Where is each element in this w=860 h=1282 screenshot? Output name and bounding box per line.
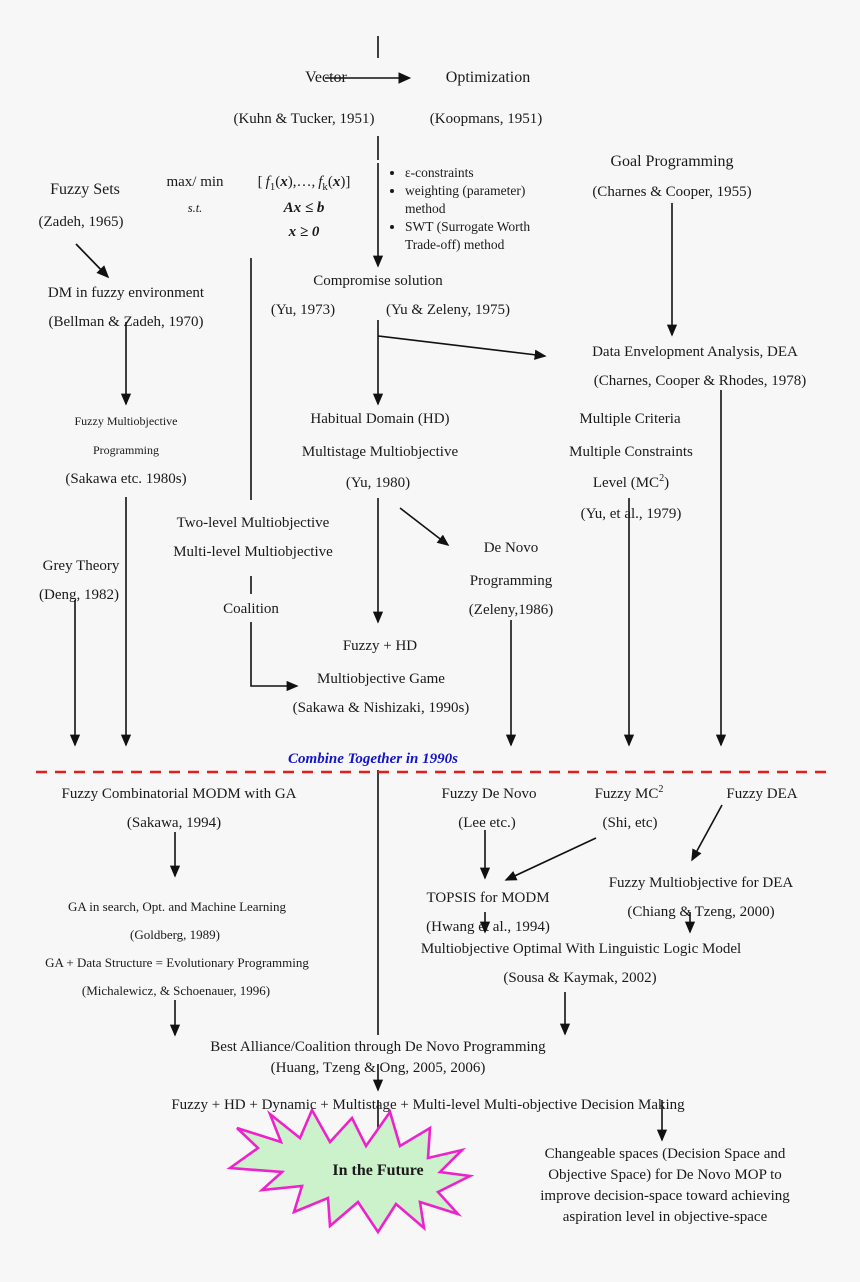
citation-goldberg-1989: (Goldberg, 1989) <box>129 927 221 942</box>
citation-charnes-cooper: (Charnes & Cooper, 1955) <box>592 184 752 200</box>
node-fuzzy-dea: Fuzzy DEA <box>726 786 798 802</box>
citation-bellman-zadeh: (Bellman & Zadeh, 1970) <box>48 314 204 330</box>
node-best-alliance: Best Alliance/Coalition through De Novo … <box>210 1039 546 1055</box>
node-fuzzy-mo-programming-line2: Programming <box>93 443 159 457</box>
citation-zadeh: (Zadeh, 1965) <box>38 214 124 230</box>
formula-st-label: s.t. <box>187 201 203 216</box>
node-fuzzy-combinatorial-modm: Fuzzy Combinatorial MODM with GA <box>61 786 297 802</box>
citation-michalewicz-schoenauer: (Michalewicz, & Schoenauer, 1996) <box>81 983 271 998</box>
node-fuzzy-de-novo: Fuzzy De Novo <box>441 786 537 802</box>
node-multiple-constraints: Multiple Constraints <box>569 444 693 460</box>
citation-sakawa-nishizaki: (Sakawa & Nishizaki, 1990s) <box>292 700 470 716</box>
node-optimization: Optimization <box>445 69 531 86</box>
divider-label: Combine Together in 1990s <box>288 751 458 767</box>
node-multiobjective-optimal: Multiobjective Optimal With Linguistic L… <box>420 941 742 957</box>
node-dm-fuzzy-environment: DM in fuzzy environment <box>47 285 205 301</box>
node-de-novo-programming: Programming <box>469 573 553 589</box>
node-fuzzy-multiobjective-programming: Fuzzy Multiobjective <box>74 414 178 428</box>
citation-sakawa-1994: (Sakawa, 1994) <box>126 815 222 831</box>
citation-zeleny-1986: (Zeleny,1986) <box>468 602 554 618</box>
node-fuzzy-mc2-superscript: 2 <box>658 784 664 795</box>
node-dea: Data Envelopment Analysis, DEA <box>592 344 798 360</box>
node-fuzzy-hd: Fuzzy + HD <box>342 638 418 654</box>
citation-koopmans: (Koopmans, 1951) <box>429 111 543 127</box>
citation-sakawa-1980s: (Sakawa etc. 1980s) <box>65 471 187 487</box>
citation-charnes-cooper-rhodes: (Charnes, Cooper & Rhodes, 1978) <box>593 373 807 389</box>
node-fuzzy-sets: Fuzzy Sets <box>50 181 120 198</box>
node-multiple-criteria: Multiple Criteria <box>579 411 681 427</box>
node-topsis-for-modm: TOPSIS for MODM <box>426 890 550 906</box>
node-multi-level-multiobjective: Multi-level Multiobjective <box>173 544 333 560</box>
formula-constraint-1: Ax ≤ b <box>283 200 325 217</box>
node-changeable-spaces-line1: Changeable spaces (Decision Space and <box>544 1146 786 1162</box>
citation-chiang-tzeng: (Chiang & Tzeng, 2000) <box>627 904 775 920</box>
node-fuzzy-hd-dynamic: Fuzzy + HD + Dynamic + Multistage + Mult… <box>171 1097 685 1113</box>
node-multiobjective-game: Multiobjective Game <box>317 671 445 687</box>
formula-block: max/ min [ f1(x),…, fk(x)] s.t. Ax ≤ b x… <box>152 170 370 244</box>
formula-objective-body: [ f1(x),…, fk(x)] <box>257 174 351 193</box>
bullet-epsilon-constraints: ε-constraints <box>405 164 562 182</box>
node-compromise-solution: Compromise solution <box>313 273 443 289</box>
citation-sousa-kaymak: (Sousa & Kaymak, 2002) <box>503 970 657 986</box>
citation-deng-1982: (Deng, 1982) <box>39 587 119 603</box>
node-coalition: Coalition <box>223 601 279 617</box>
citation-yu-1973: (Yu, 1973) <box>270 302 336 318</box>
citation-lee-etc: (Lee etc.) <box>458 815 516 831</box>
node-mc2-level-prefix: Level (MC <box>592 475 660 491</box>
node-fuzzy-multiobjective-for-dea: Fuzzy Multiobjective for DEA <box>608 875 794 891</box>
node-fuzzy-mc2-text: Fuzzy MC <box>594 786 659 802</box>
node-multistage-multiobjective: Multistage Multiobjective <box>301 444 459 460</box>
citation-yu-zeleny: (Yu & Zeleny, 1975) <box>386 302 510 318</box>
formula-objective-label: max/ min <box>166 174 224 190</box>
methods-bullet-list: ε-constraints weighting (parameter) meth… <box>390 164 562 254</box>
node-changeable-spaces-line4: aspiration level in objective-space <box>562 1209 768 1225</box>
bullet-swt-method: SWT (Surrogate Worth Trade-off) method <box>405 218 562 254</box>
node-ga-data-structure: GA + Data Structure = Evolutionary Progr… <box>45 955 309 970</box>
node-de-novo: De Novo <box>483 540 539 556</box>
citation-yu-1980: (Yu, 1980) <box>345 475 411 491</box>
node-habitual-domain: Habitual Domain (HD) <box>310 411 450 427</box>
node-mc2-level-suffix: ) <box>664 475 670 491</box>
citation-kuhn-tucker: (Kuhn & Tucker, 1951) <box>233 111 375 127</box>
node-vector: Vector <box>305 69 347 86</box>
node-mc2-superscript: 2 <box>659 473 665 484</box>
citation-hwang-1994: (Hwang et al., 1994) <box>426 919 550 935</box>
node-mc2-level: Level (MC2) <box>556 472 706 495</box>
node-two-level-multiobjective: Two-level Multiobjective <box>176 515 330 531</box>
node-grey-theory: Grey Theory <box>42 558 120 574</box>
citation-shi-etc: (Shi, etc) <box>602 815 658 831</box>
node-goal-programming: Goal Programming <box>610 153 734 170</box>
node-changeable-spaces-line3: improve decision-space toward achieving <box>540 1188 790 1204</box>
bullet-weighting-method: weighting (parameter) method <box>405 182 562 218</box>
starburst-label: In the Future <box>332 1162 424 1179</box>
node-fuzzy-mc2: Fuzzy MC2 <box>568 783 690 806</box>
citation-huang-tzeng-ong: (Huang, Tzeng & Ong, 2005, 2006) <box>270 1060 486 1076</box>
node-ga-in-search: GA in search, Opt. and Machine Learning <box>67 899 287 914</box>
citation-yu-et-al-1979: (Yu, et al., 1979) <box>580 506 682 522</box>
formula-constraint-2: x ≥ 0 <box>288 224 320 241</box>
node-changeable-spaces-line2: Objective Space) for De Novo MOP to <box>548 1167 782 1183</box>
